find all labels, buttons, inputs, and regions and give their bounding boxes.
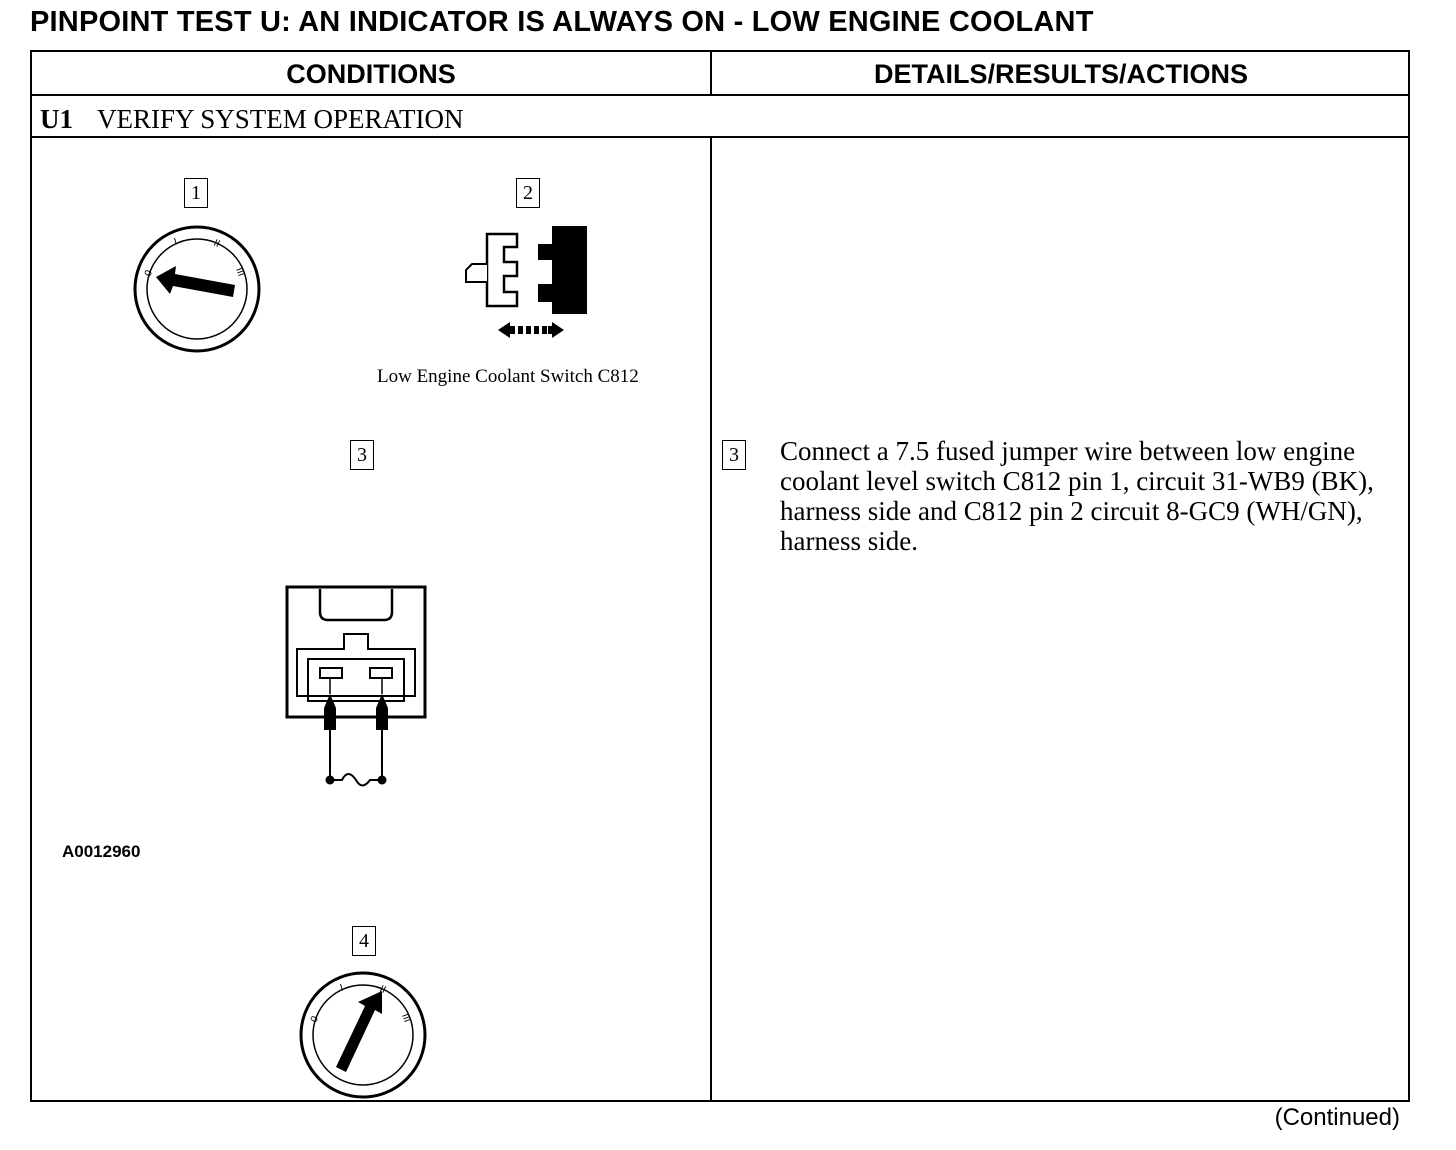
ignition-pos-3: III — [399, 1012, 412, 1024]
ignition-pos-3: III — [233, 266, 246, 278]
details-header: DETAILS/RESULTS/ACTIONS — [873, 59, 1248, 89]
jumper-wire-diagram — [285, 585, 427, 787]
callout-4: 4 — [352, 926, 376, 956]
page-title: PINPOINT TEST U: AN INDICATOR IS ALWAYS … — [30, 6, 1094, 38]
ignition-pos-2: II — [212, 238, 222, 250]
callout-3: 3 — [350, 440, 374, 470]
conditions-header: CONDITIONS — [286, 59, 456, 89]
ignition-switch-run-icon: 0 I II III — [299, 971, 427, 1099]
pinpoint-test-table: CONDITIONS DETAILS/RESULTS/ACTIONS U1 VER… — [30, 50, 1410, 1102]
ignition-pos-1: I — [173, 237, 179, 248]
callout-1: 1 — [184, 178, 208, 208]
header-rule — [32, 94, 1408, 96]
callout-2: 2 — [516, 178, 540, 208]
connector-disconnect-icon — [465, 226, 587, 338]
ignition-pos-2: II — [378, 984, 388, 996]
header-divider — [710, 52, 712, 96]
ignition-switch-off-icon: 0 I II III — [133, 225, 261, 353]
step-row: U1 VERIFY SYSTEM OPERATION — [40, 100, 464, 138]
action-callout-3: 3 — [722, 440, 746, 470]
action-step-3-text: Connect a 7.5 fused jumper wire between … — [780, 436, 1374, 556]
column-divider — [710, 136, 712, 1102]
step-title: VERIFY SYSTEM OPERATION — [97, 104, 464, 134]
continued-label: (Continued) — [1274, 1104, 1400, 1131]
figure-id: A0012960 — [62, 842, 141, 861]
ignition-pos-1: I — [339, 983, 345, 994]
ignition-pos-0: 0 — [143, 268, 156, 278]
step-id: U1 — [40, 104, 73, 134]
ignition-pos-0: 0 — [309, 1014, 322, 1024]
step-rule — [32, 136, 1408, 138]
connector-caption: Low Engine Coolant Switch C812 — [377, 366, 639, 387]
